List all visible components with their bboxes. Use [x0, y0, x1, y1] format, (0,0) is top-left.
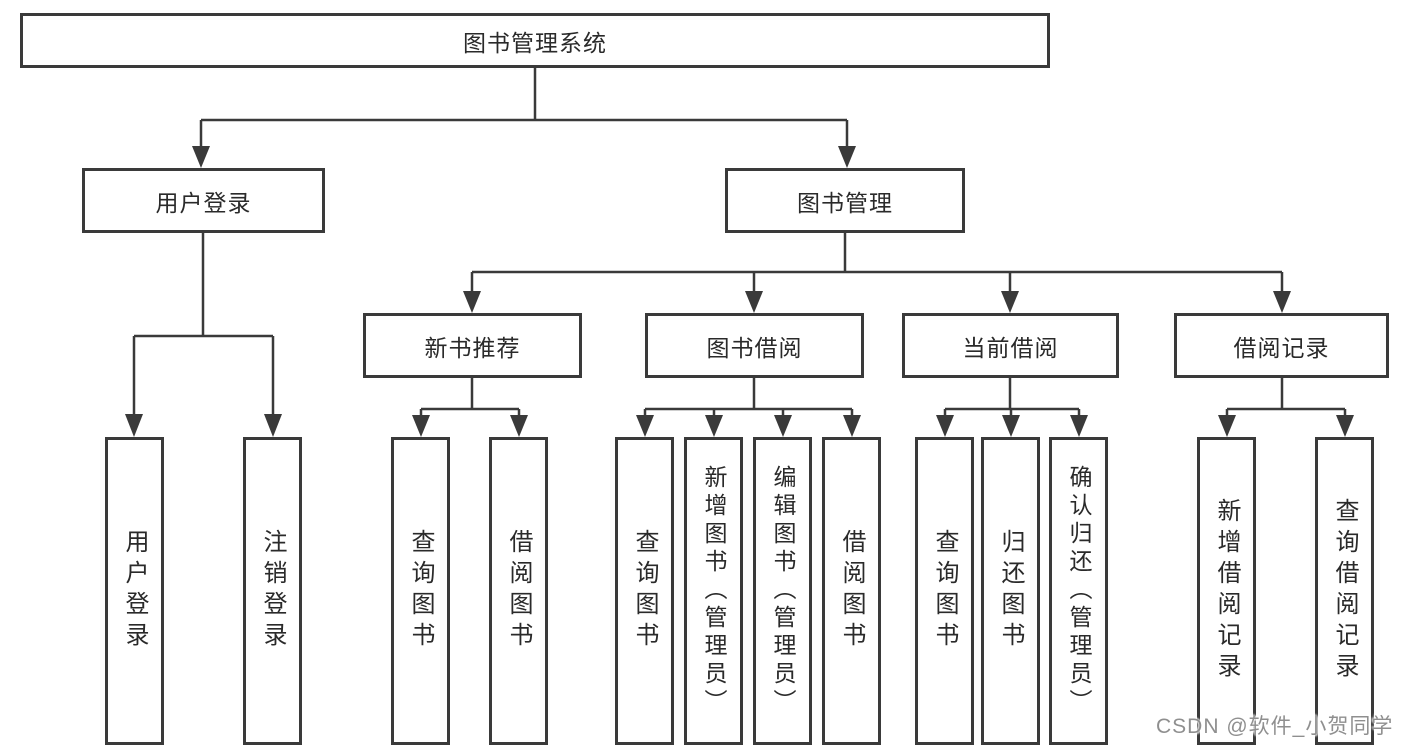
- leaf-query-books-current: 查询图书: [915, 437, 974, 745]
- leaf-logout: 注销登录: [243, 437, 302, 745]
- node-new-book-recommend: 新书推荐: [363, 313, 582, 378]
- connector-paths: [132, 68, 1347, 418]
- leaf-edit-book-admin: 编辑图书（管理员）: [753, 437, 812, 745]
- node-book-borrow: 图书借阅: [645, 313, 864, 378]
- leaf-borrow-books: 借阅图书: [822, 437, 881, 745]
- leaf-user-login: 用户登录: [105, 437, 164, 745]
- arrowheads: [125, 146, 1354, 437]
- node-library-system: 图书管理系统: [20, 13, 1050, 68]
- leaf-return-book: 归还图书: [981, 437, 1040, 745]
- node-current-borrow: 当前借阅: [902, 313, 1119, 378]
- leaf-add-borrow-record: 新增借阅记录: [1197, 437, 1256, 745]
- node-user-login: 用户登录: [82, 168, 325, 233]
- leaf-add-book-admin: 新增图书（管理员）: [684, 437, 743, 745]
- leaf-query-borrow-record: 查询借阅记录: [1315, 437, 1374, 745]
- leaf-query-books-borrow: 查询图书: [615, 437, 674, 745]
- node-book-management: 图书管理: [725, 168, 965, 233]
- leaf-query-books-recommend: 查询图书: [391, 437, 450, 745]
- leaf-borrow-books-recommend: 借阅图书: [489, 437, 548, 745]
- watermark: CSDN @软件_小贺同学: [1156, 715, 1394, 738]
- node-borrow-records: 借阅记录: [1174, 313, 1389, 378]
- leaf-confirm-return-admin: 确认归还（管理员）: [1049, 437, 1108, 745]
